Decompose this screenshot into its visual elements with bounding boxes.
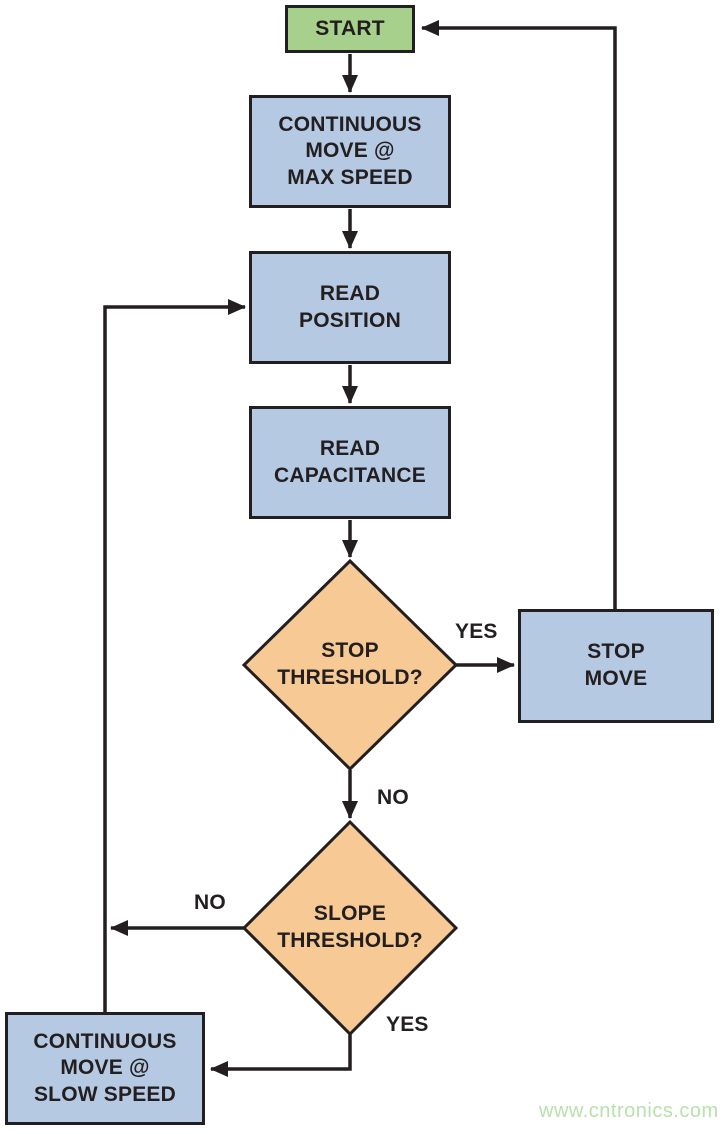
edge-slope-threshold-yes-to-slow-speed <box>210 1033 352 1077</box>
node-read-position: READ POSITION <box>249 251 451 364</box>
edge-loop-to-read-position <box>103 299 246 1012</box>
label-stop-threshold-no: NO <box>377 786 409 809</box>
diamond-slope-threshold <box>241 819 459 1037</box>
node-continuous-move-max-speed: CONTINUOUS MOVE @ MAX SPEED <box>249 95 451 208</box>
label-slope-threshold-yes: YES <box>386 1013 429 1036</box>
label-stop-threshold-yes: YES <box>455 620 498 643</box>
label-slope-threshold-no: NO <box>194 891 226 914</box>
edge-stop-move-to-start <box>421 20 617 609</box>
node-stop-move: STOP MOVE <box>518 609 714 723</box>
node-read-capacitance: READ CAPACITANCE <box>249 406 451 519</box>
watermark-text: www.cntronics.com <box>539 1100 719 1122</box>
node-continuous-move-slow-speed: CONTINUOUS MOVE @ SLOW SPEED <box>5 1012 205 1125</box>
diamond-stop-threshold <box>241 558 459 772</box>
node-start: START <box>285 5 415 53</box>
